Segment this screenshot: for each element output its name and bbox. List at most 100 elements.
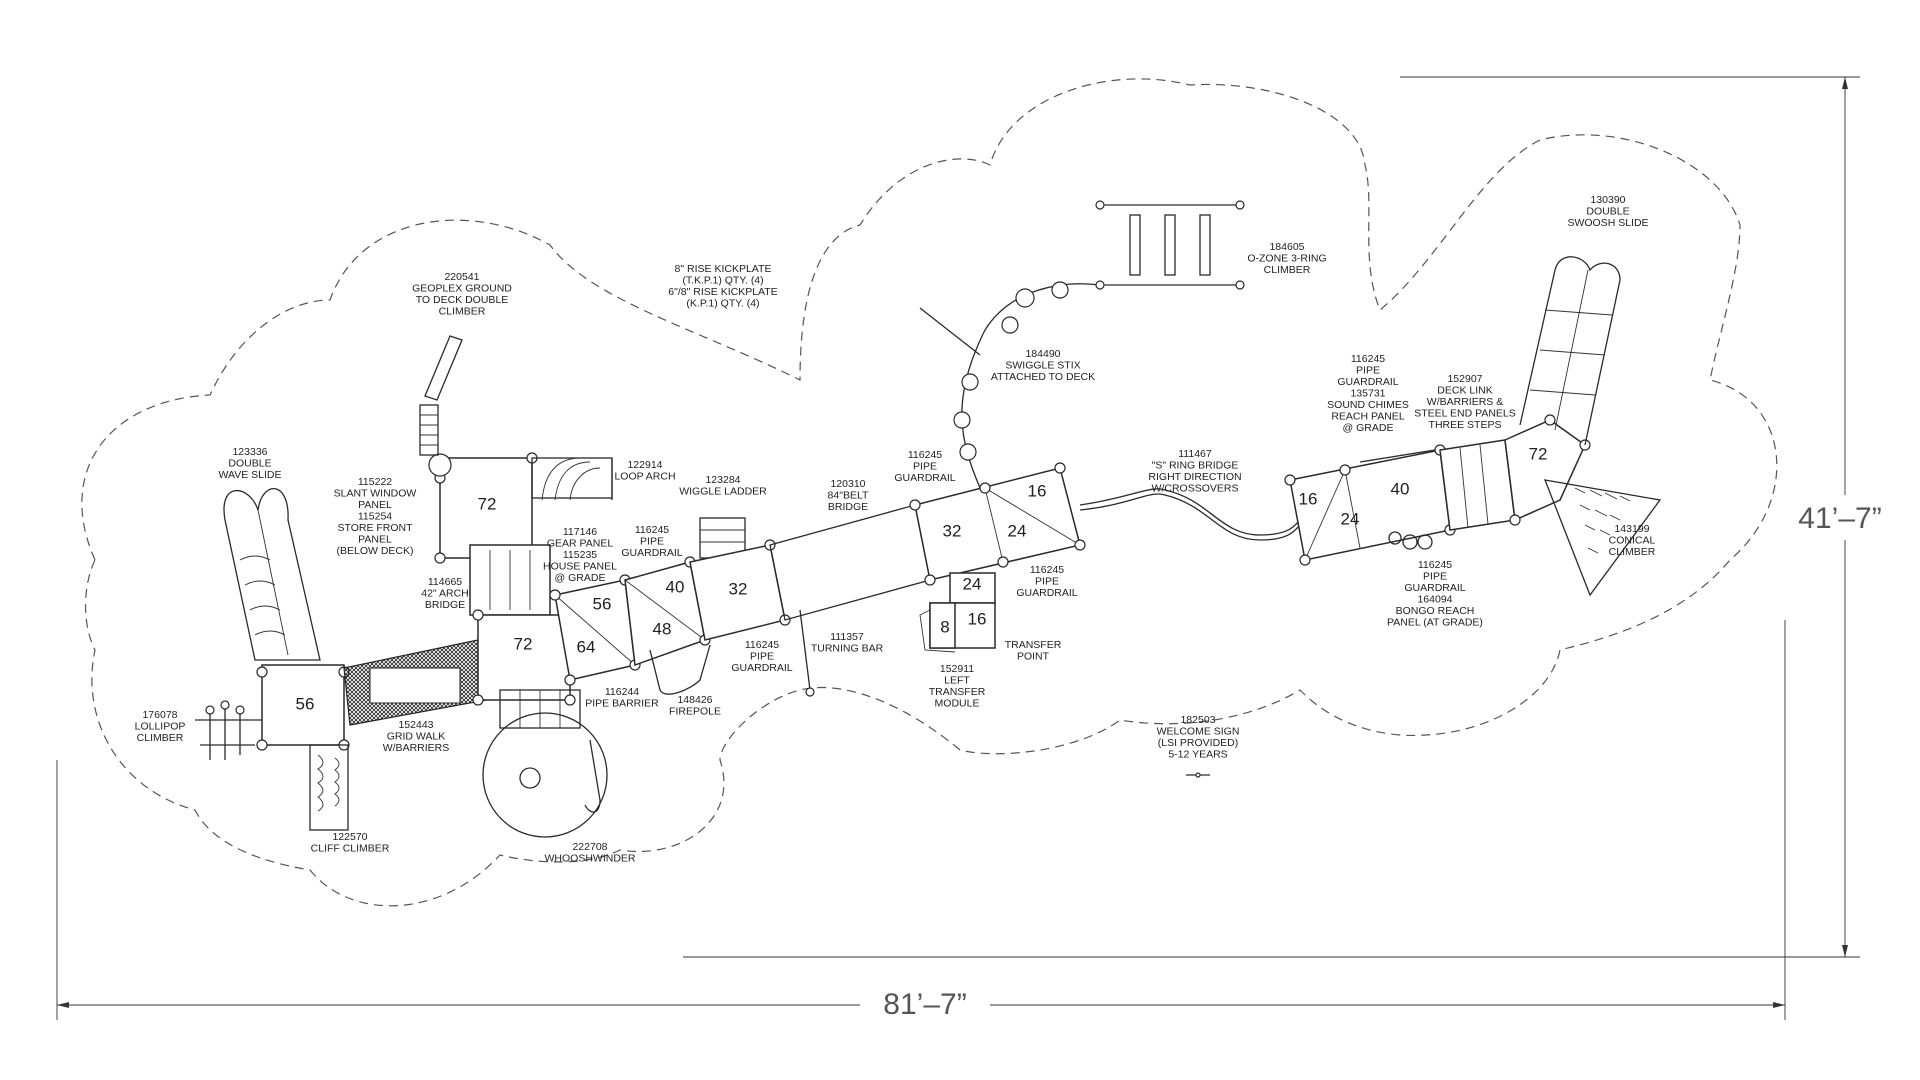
callout-line: POINT (1017, 651, 1050, 663)
cliff-climber (309, 744, 349, 831)
callout-line: SWOOSH SLIDE (1567, 217, 1648, 229)
callout-line: STEEL END PANELS (1414, 408, 1516, 420)
callout-line: 8" RISE KICKPLATE (675, 263, 772, 275)
callout-line: O-ZONE 3-RING (1247, 253, 1326, 265)
deck-height: 40 (1391, 479, 1410, 498)
callout-line: PIPE (750, 651, 774, 663)
callout-line: 116245 (635, 524, 669, 536)
callout-line: 6"/8" RISE KICKPLATE (668, 286, 777, 298)
callout-line: SOUND CHIMES (1327, 399, 1409, 411)
callout-line: W/BARRIERS & (1427, 396, 1503, 408)
callout-line: 84"BELT (828, 490, 869, 502)
deck-height: 32 (729, 579, 748, 598)
conical-climber (1543, 479, 1662, 597)
deck-72-upper (428, 452, 538, 564)
deck-height: 72 (514, 634, 533, 653)
double-swoosh-slide (1519, 256, 1621, 446)
callout-line: CLIFF CLIMBER (311, 843, 390, 855)
whooshwinder (482, 689, 608, 838)
callout-line: W/BARRIERS (383, 742, 450, 754)
callout-line: 5-12 YEARS (1168, 749, 1227, 761)
callout-line: GEOPLEX GROUND (412, 283, 512, 295)
callout-line: GUARDRAIL (621, 547, 682, 559)
callout-line: 176078 (142, 709, 177, 721)
use-zone-boundary (81, 78, 1778, 907)
callout-line: @ GRADE (1343, 422, 1394, 434)
callout-line: 111357 (830, 631, 864, 643)
callout-line: 122570 (332, 831, 367, 843)
callout-line: CLIMBER (137, 732, 184, 744)
firepole (649, 644, 711, 695)
callout-line: PIPE BARRIER (585, 698, 659, 710)
callout-line: TRANSFER (929, 686, 986, 698)
callout-line: @ GRADE (555, 572, 606, 584)
callout-line: SLANT WINDOW (334, 488, 417, 500)
loop-arch (531, 457, 613, 501)
callout-line: 152443 (398, 719, 433, 731)
callout-line: 114665 (428, 576, 462, 588)
deck-height: 56 (593, 594, 612, 613)
callout-line: PIPE (640, 536, 664, 548)
deck-height: 56 (296, 694, 315, 713)
callout-line: 123336 (232, 446, 267, 458)
callout-line: LEFT (944, 675, 970, 687)
width-dimension-label: 81’–7” (883, 988, 966, 1021)
callout-line: 130390 (1590, 194, 1625, 206)
callout-line: TURNING BAR (811, 643, 884, 655)
callout-line: LOOP ARCH (614, 471, 675, 483)
arch-bridge (469, 544, 551, 616)
callout-line: GUARDRAIL (1404, 582, 1465, 594)
ozone-climber (1095, 200, 1245, 290)
callout-line: 115235 (563, 549, 597, 561)
callout-line: 42" ARCH (421, 588, 469, 600)
callout-line: GUARDRAIL (731, 662, 792, 674)
deck-72-lower (472, 609, 576, 706)
deck-72-east (1504, 414, 1591, 526)
callout-line: BRIDGE (828, 501, 868, 513)
callout-line: 164094 (1417, 594, 1452, 606)
callout-line: 116245 (1418, 559, 1452, 571)
callout-line: CONICAL (1609, 535, 1656, 547)
callout-line: PIPE (913, 461, 937, 473)
callout-line: CLIMBER (1264, 264, 1311, 276)
callout-line: (LSI PROVIDED) (1158, 737, 1239, 749)
callout-line: MODULE (935, 698, 980, 710)
deck-heights: 56 72 72 56 64 48 40 32 32 24 16 24 16 8… (296, 444, 1548, 713)
callout-line: 122914 (627, 459, 662, 471)
deck-56-west (256, 664, 350, 751)
deck-height: 64 (577, 637, 596, 656)
deck-16-24-40 (1284, 444, 1456, 566)
callout-line: 184490 (1025, 348, 1060, 360)
callout-line: (BELOW DECK) (336, 545, 413, 557)
callout-line: PANEL (AT GRADE) (1387, 617, 1483, 629)
callout-line: 115222 (358, 476, 392, 488)
lollipop-climber (195, 700, 265, 760)
callout-line: ATTACHED TO DECK (991, 371, 1095, 383)
deck-height: 40 (666, 577, 685, 596)
deck-height: 24 (1341, 509, 1360, 528)
height-dimension-label: 41’–7” (1798, 502, 1881, 535)
callout-line: 116245 (908, 449, 942, 461)
callout-line: 123284 (705, 474, 740, 486)
callout-line: BONGO REACH (1396, 605, 1475, 617)
callout-line: THREE STEPS (1429, 419, 1502, 431)
callout-line: (K.P.1) QTY. (4) (686, 298, 759, 310)
